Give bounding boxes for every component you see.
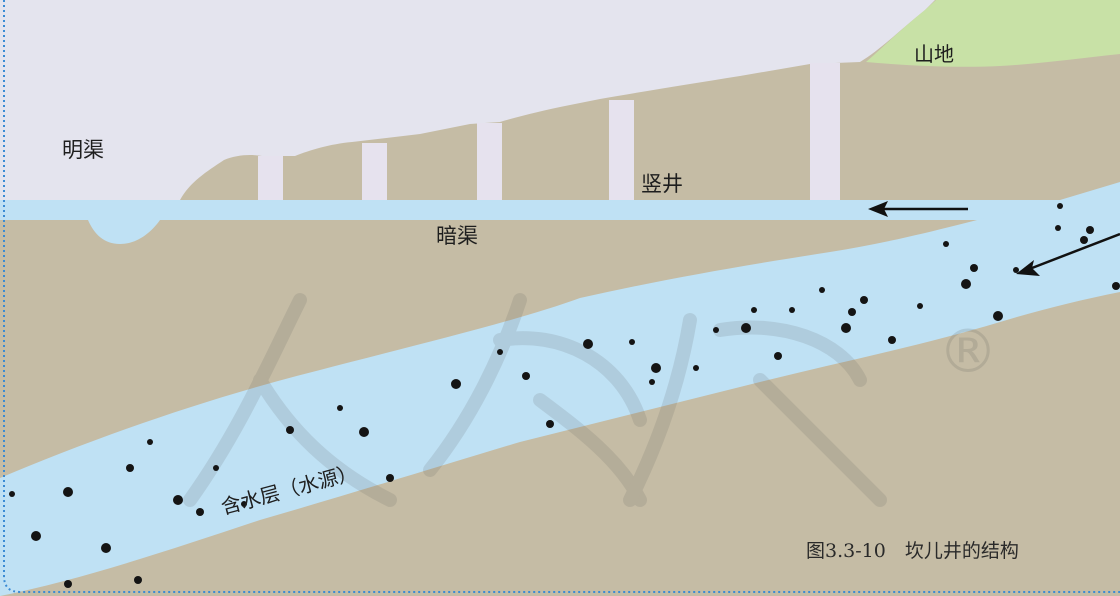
label-hidden-canal: 暗渠 (436, 224, 478, 248)
mountain-vegetation (866, 0, 1120, 67)
aquifer-particle (286, 426, 294, 434)
vertical-shaft-2 (362, 143, 387, 202)
aquifer-particle (101, 543, 111, 553)
watermark-stroke-5 (533, 393, 647, 507)
flow-arrow-aquifer (1016, 232, 1120, 276)
aquifer-particle (583, 339, 593, 349)
aquifer-particle (522, 372, 530, 380)
aquifer-particle (173, 495, 183, 505)
aquifer-particle (917, 303, 923, 309)
watermark (183, 293, 887, 507)
aquifer-particle (241, 501, 247, 507)
flow-arrow-hidden-canal (868, 201, 968, 217)
aquifer-particle (819, 287, 825, 293)
aquifer-particle (961, 279, 971, 289)
watermark-stroke-7 (713, 320, 867, 387)
aquifer-particle (970, 264, 978, 272)
watermark-stroke-4 (493, 331, 647, 427)
aquifer (0, 182, 1120, 596)
label-vertical-shaft: 竖井 (641, 172, 683, 196)
aquifer-particle (1086, 226, 1094, 234)
frame-border (3, 0, 1120, 593)
watermark-stroke-3 (423, 293, 527, 477)
aquifer-particle (629, 339, 635, 345)
watermark-stroke-6 (623, 313, 697, 507)
aquifer-particle (651, 363, 661, 373)
aquifer-particle (993, 311, 1003, 321)
aquifer-particle (1055, 225, 1061, 231)
label-mountain: 山地 (914, 42, 954, 66)
aquifer-particle (9, 491, 15, 497)
aquifer-particle (789, 307, 795, 313)
aquifer-particle (451, 379, 461, 389)
aquifer-particle (337, 405, 343, 411)
aquifer-particle (1080, 236, 1088, 244)
aquifer-particle (497, 349, 503, 355)
aquifer-particle (713, 327, 719, 333)
vertical-shaft-4 (609, 100, 634, 202)
aquifer-particle (213, 465, 219, 471)
watermark-stroke-1 (183, 293, 307, 507)
aquifer-particle (147, 439, 153, 445)
registered-mark: ® (938, 317, 998, 387)
aquifer-particle (64, 580, 72, 588)
aquifer-particle (1057, 203, 1063, 209)
aquifer-particle (848, 308, 856, 316)
aquifer-particle (126, 464, 134, 472)
aquifer-particle (860, 296, 868, 304)
aquifer-particle (943, 241, 949, 247)
aquifer-particle (546, 420, 554, 428)
aquifer-particle (751, 307, 757, 313)
aquifer-particle (888, 336, 896, 344)
aquifer-particle (386, 474, 394, 482)
hidden-canal (0, 184, 1120, 244)
aquifer-particle (649, 379, 655, 385)
aquifer-particle (693, 365, 699, 371)
aquifer-particles (9, 203, 1120, 588)
aquifer-particle (741, 323, 751, 333)
aquifer-particle (1013, 267, 1019, 273)
watermark-stroke-8 (753, 373, 887, 507)
aquifer-particle (63, 487, 73, 497)
aquifer-particle (359, 427, 369, 437)
label-open-canal: 明渠 (62, 138, 104, 162)
aquifer-particle (1112, 282, 1120, 290)
aquifer-particle (196, 508, 204, 516)
aquifer-particle (774, 352, 782, 360)
aquifer-particle (134, 576, 142, 584)
vertical-shaft-3 (477, 123, 502, 202)
figure-caption: 图3.3-10 坎儿井的结构 (806, 540, 1019, 562)
vertical-shaft-1 (258, 156, 283, 202)
aquifer-particle (841, 323, 851, 333)
vertical-shaft-5 (810, 63, 840, 202)
watermark-stroke-2 (253, 373, 397, 507)
aquifer-particle (31, 531, 41, 541)
